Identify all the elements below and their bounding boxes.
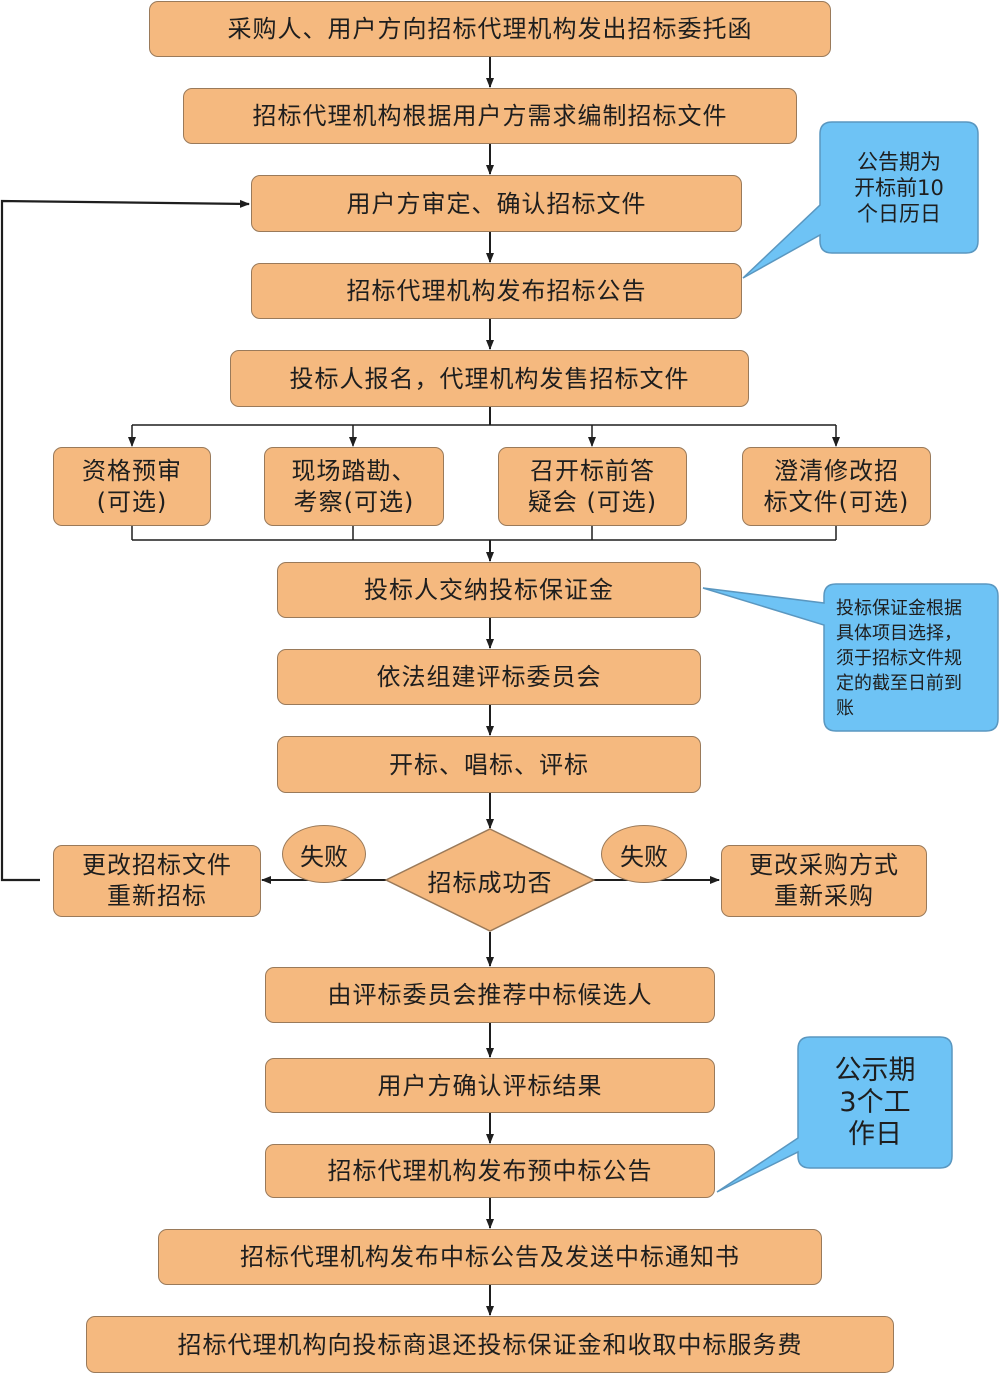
step-commission-letter: 采购人、用户方向招标代理机构发出招标委托函 <box>149 1 831 57</box>
note-announcement-period: 公告期为 开标前10 个日历日 <box>854 150 944 226</box>
decision-diamond <box>384 828 596 932</box>
option-prequalification: 资格预审 (可选) <box>53 447 211 526</box>
option-site-visit: 现场踏勘、 考察(可选) <box>264 447 444 526</box>
step-bidder-registration: 投标人报名，代理机构发售招标文件 <box>230 350 749 407</box>
step-bid-deposit: 投标人交纳投标保证金 <box>277 562 701 618</box>
note-publicity-shape <box>716 1036 953 1193</box>
step-publish-pre-award: 招标代理机构发布预中标公告 <box>265 1144 715 1198</box>
step-form-evaluation-committee: 依法组建评标委员会 <box>277 649 701 705</box>
option-pre-bid-meeting: 召开标前答 疑会 (可选) <box>498 447 687 526</box>
fail-label-right: 失败 <box>601 825 687 883</box>
outcome-change-procurement: 更改采购方式 重新采购 <box>721 845 927 917</box>
note-publicity-period: 公示期 3个工 作日 <box>834 1055 916 1150</box>
step-refund-deposit-and-fees: 招标代理机构向投标商退还投标保证金和收取中标服务费 <box>86 1316 894 1373</box>
step-confirm-evaluation-result: 用户方确认评标结果 <box>265 1058 715 1113</box>
note-deposit-requirement: 投标保证金根据 具体项目选择， 须于招标文件规 定的截至日前到 账 <box>836 597 962 719</box>
step-prepare-tender-docs: 招标代理机构根据用户方需求编制招标文件 <box>183 88 797 144</box>
note-announcement-shape <box>742 121 979 279</box>
step-open-evaluate-bids: 开标、唱标、评标 <box>277 736 701 793</box>
fail-label-left: 失败 <box>282 825 366 883</box>
step-award-notice: 招标代理机构发布中标公告及发送中标通知书 <box>158 1229 822 1285</box>
step-confirm-tender-docs: 用户方审定、确认招标文件 <box>251 175 742 232</box>
note-deposit-shape <box>702 583 999 732</box>
step-publish-tender-notice: 招标代理机构发布招标公告 <box>251 263 742 319</box>
step-recommend-candidates: 由评标委员会推荐中标候选人 <box>265 967 715 1023</box>
loop-back-line <box>0 199 250 882</box>
decision-label: 招标成功否 <box>427 868 553 897</box>
option-clarify-docs: 澄清修改招 标文件(可选) <box>742 447 931 526</box>
outcome-revise-and-retender: 更改招标文件 重新招标 <box>53 845 261 917</box>
